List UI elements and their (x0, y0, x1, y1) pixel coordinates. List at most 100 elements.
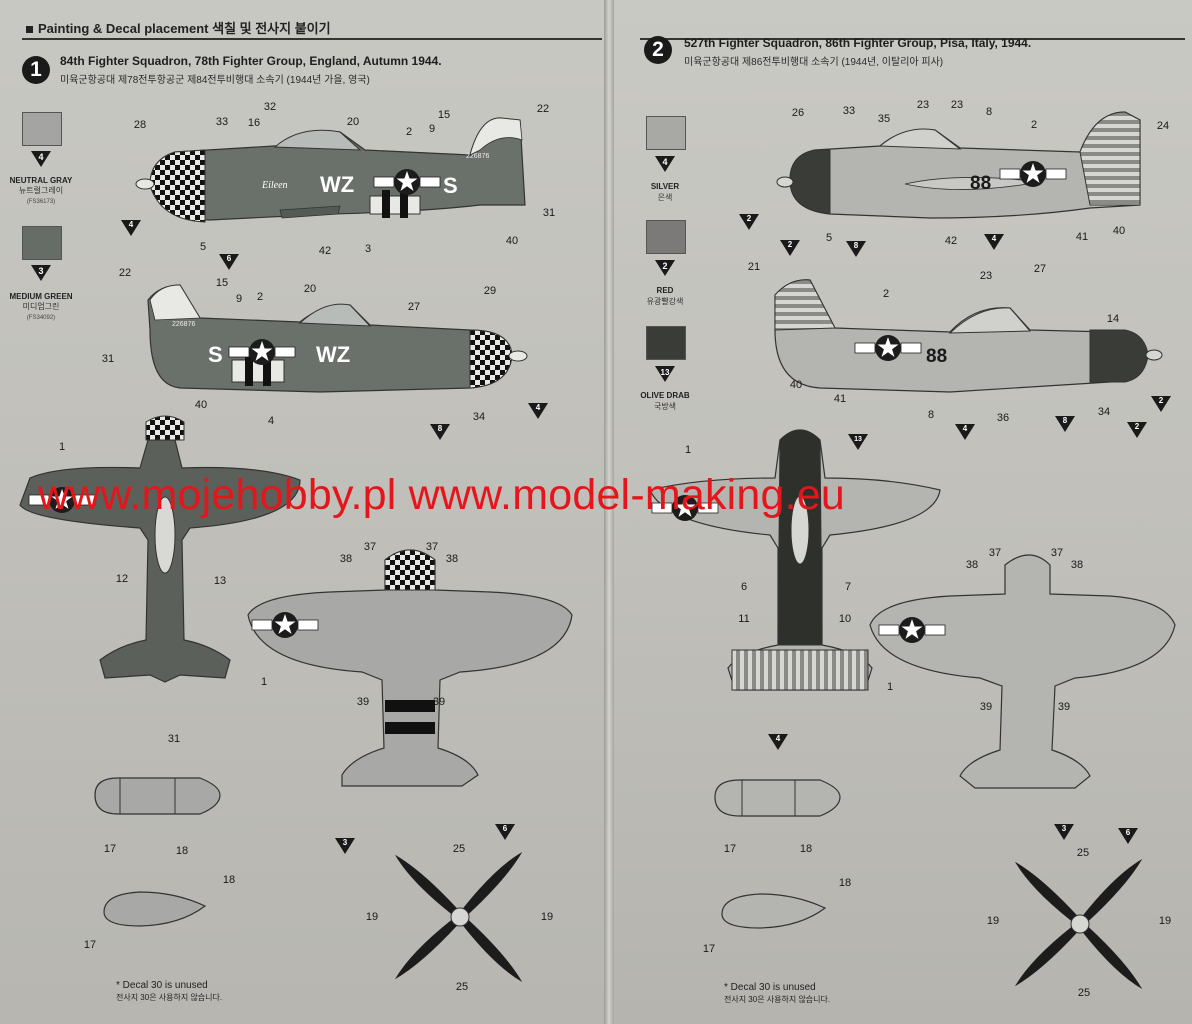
paint-number: 2 (662, 261, 667, 271)
note-ko: 전사지 30은 사용하지 않습니다. (116, 993, 223, 1002)
decal-callout-number: 31 (102, 353, 114, 365)
decal-callout-number: 1 (887, 681, 893, 693)
paint-callout-number: 4 (992, 234, 997, 243)
decal-callout-number: 25 (453, 843, 465, 855)
decal-callout-number: 38 (446, 553, 458, 565)
decal-callout-number: 42 (319, 245, 331, 257)
decal-callout-number: 15 (438, 109, 450, 121)
decal-callout-number: 2 (883, 288, 889, 300)
right-propeller (1014, 858, 1143, 990)
paint-callout-triangle-icon: 4 (768, 734, 788, 750)
note-en: * Decal 30 is unused (116, 980, 208, 991)
paint-callout-triangle-icon: 2 (780, 240, 800, 256)
decal-callout-number: 40 (790, 379, 802, 391)
paint-callout-number: 2 (1159, 396, 1164, 405)
decal-callout-number: 40 (1113, 225, 1125, 237)
section-header: Painting & Decal placement 색칠 및 전사지 붙이기 (26, 18, 331, 37)
left-top-view (19, 415, 301, 683)
decal-callout-number: 8 (986, 106, 992, 118)
decal-callout-number: 17 (84, 939, 96, 951)
decal-callout-number: 36 (997, 412, 1009, 424)
decal-callout-number: 1 (261, 676, 267, 688)
scheme-subtitle: 미육군항공대 제86전투비행대 소속기 (1944년, 이탈리아 피사) (684, 57, 944, 68)
decal-callout-number: 39 (1058, 701, 1070, 713)
paint-callout-number: 8 (854, 241, 859, 250)
decal-callout-number: 32 (264, 101, 276, 113)
decal-callout-number: 19 (987, 915, 999, 927)
decal-callout-number: 37 (989, 547, 1001, 559)
decal-callout-number: 24 (1157, 120, 1169, 132)
decal-callout-number: 40 (195, 399, 207, 411)
decal-callout-number: 39 (433, 696, 445, 708)
decal-callout-number: 2 (406, 126, 412, 138)
decal-callout-number: 2 (1031, 119, 1037, 131)
left-drop-tank (94, 777, 221, 815)
decal-callout-number: 33 (216, 116, 228, 128)
paint-fs-code: (FS34092) (26, 315, 56, 321)
decal-callout-number: 26 (792, 107, 804, 119)
decal-callout-number: 23 (980, 270, 992, 282)
decal-callout-number: 7 (845, 581, 851, 593)
decal-callout-number: 1 (59, 441, 65, 453)
paint-name-ko: 은색 (657, 193, 673, 202)
decal-callout-number: 1 (685, 444, 691, 456)
decal-callout-number: 25 (1077, 847, 1089, 859)
decal-callout-number: 37 (364, 541, 376, 553)
aircraft-number: 88 (970, 173, 991, 194)
paint-callout-number: 3 (1062, 824, 1067, 833)
paint-callout-triangle-icon: 8 (430, 424, 450, 440)
decal-callout-number: 18 (839, 877, 851, 889)
decal-callout-number: 37 (426, 541, 438, 553)
decal-callout-number: 16 (248, 117, 260, 129)
scheme-title: 84th Fighter Squadron, 78th Fighter Grou… (60, 54, 442, 68)
paint-swatch-olive-drab (646, 326, 686, 360)
decal-callout-number: 25 (1078, 987, 1090, 999)
decal-callout-number: 20 (347, 116, 359, 128)
paint-callout-triangle-icon: 13 (848, 434, 868, 450)
paint-number: 13 (661, 368, 670, 377)
decal-callout-number: 40 (506, 235, 518, 247)
paint-callout-triangle-icon: 4 (528, 403, 548, 419)
decal-callout-number: 9 (236, 293, 242, 305)
decal-callout-number: 19 (366, 911, 378, 923)
unused-decal-note: * Decal 30 is unused 전사지 30은 사용하지 않습니다. (724, 982, 830, 1006)
decal-callout-number: 5 (826, 232, 832, 244)
decal-callout-number: 33 (843, 105, 855, 117)
paint-callout-triangle-icon: 2 (1127, 422, 1147, 438)
decal-callout-number: 20 (304, 283, 316, 295)
decal-callout-number: 18 (800, 843, 812, 855)
paint-callout-triangle-icon: 6 (1118, 828, 1138, 844)
paint-number-triangle-icon: 4 (31, 151, 51, 167)
squadron-code: WZ (320, 172, 354, 197)
paint-callout-number: 6 (503, 824, 508, 833)
aircraft-number: 88 (926, 346, 947, 367)
note-en: * Decal 30 is unused (724, 982, 816, 993)
paint-callout-number: 13 (854, 436, 862, 443)
nose-art-name: Eileen (261, 180, 288, 191)
paint-callout-triangle-icon: 3 (335, 838, 355, 854)
decal-callout-number: 23 (917, 99, 929, 111)
paint-callout-triangle-icon: 4 (955, 424, 975, 440)
paint-callout-number: 4 (963, 424, 968, 433)
unused-decal-note: * Decal 30 is unused 전사지 30은 사용하지 않습니다. (116, 980, 222, 1004)
bullet-square-icon (26, 26, 33, 34)
paint-name: RED (656, 286, 674, 295)
decal-callout-number: 38 (340, 553, 352, 565)
section-header-text: Painting & Decal placement 색칠 및 전사지 붙이기 (38, 21, 331, 36)
scheme-number-badge: 1 (22, 56, 50, 84)
decal-callout-number: 2 (257, 291, 263, 303)
left-bottom-view (247, 549, 573, 787)
decal-callout-number: 39 (980, 701, 992, 713)
decal-callout-number: 11 (738, 613, 749, 625)
decal-callout-number: 6 (741, 581, 747, 593)
paint-name-ko: 유광빨강색 (646, 297, 684, 306)
right-side-view-upper: 88 (776, 111, 1141, 219)
decal-callout-number: 19 (1159, 915, 1171, 927)
serial-number: 226876 (466, 153, 489, 160)
decal-callout-number: 27 (408, 301, 420, 313)
paint-callout-number: 6 (227, 254, 232, 263)
decal-callout-number: 29 (484, 285, 496, 297)
decal-callout-number: 35 (878, 113, 890, 125)
